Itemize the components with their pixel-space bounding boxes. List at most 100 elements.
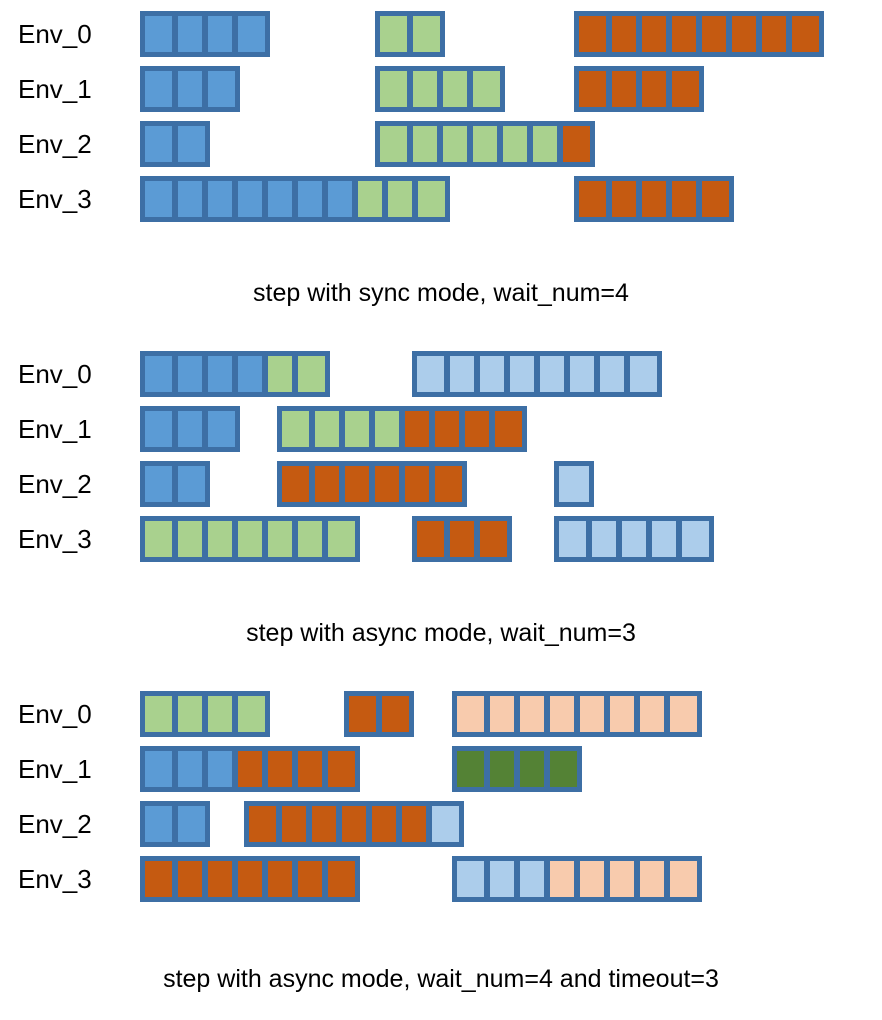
step-cell-lightorange (637, 860, 667, 897)
step-cell-lightblue (417, 355, 447, 392)
step-cell-orange (309, 805, 339, 842)
step-cell-blue (325, 180, 355, 217)
step-cell-blue (205, 750, 235, 787)
step-block (344, 690, 414, 737)
row-label-env_2: Env_2 (18, 128, 92, 159)
step-cell-green (372, 410, 402, 447)
step-block (277, 460, 467, 507)
step-block (140, 800, 210, 847)
step-cell-lightblue (649, 520, 679, 557)
section-caption-sync-wait4: step with sync mode, wait_num=4 (253, 279, 629, 307)
step-cell-orange (609, 180, 639, 217)
step-cell-blue (205, 70, 235, 107)
step-cell-orange (205, 860, 235, 897)
step-cell-green (440, 70, 470, 107)
step-cell-orange (235, 860, 265, 897)
step-block (452, 855, 702, 902)
step-cell-green (265, 355, 295, 392)
step-cell-blue (145, 180, 175, 217)
step-cell-darkgreen (517, 750, 547, 787)
step-cell-green (410, 70, 440, 107)
step-cell-orange (372, 465, 402, 502)
step-cell-lightblue (627, 355, 657, 392)
step-cell-orange (295, 750, 325, 787)
timeline-row: Env_3 (0, 511, 882, 566)
step-block (140, 120, 210, 167)
step-cell-lightblue (447, 355, 477, 392)
step-cell-orange (312, 465, 342, 502)
step-block (412, 515, 512, 562)
step-cell-lightorange (487, 695, 517, 732)
step-cell-lightblue (537, 355, 567, 392)
step-cell-lightblue (477, 355, 507, 392)
step-cell-blue (145, 125, 175, 162)
step-cell-orange (669, 70, 699, 107)
step-cell-orange (579, 70, 609, 107)
step-cell-lightorange (637, 695, 667, 732)
step-cell-lightorange (607, 695, 637, 732)
step-block (140, 405, 240, 452)
step-cell-orange (249, 805, 279, 842)
step-cell-green (342, 410, 372, 447)
timeline-row: Env_1 (0, 61, 882, 116)
step-cell-green (385, 180, 415, 217)
step-cell-lightorange (457, 695, 487, 732)
step-cell-lightorange (607, 860, 637, 897)
step-cell-blue (145, 70, 175, 107)
step-cell-green (175, 520, 205, 557)
step-cell-green (235, 520, 265, 557)
timeline-row: Env_3 (0, 851, 882, 906)
row-label-env_1: Env_1 (18, 413, 92, 444)
step-cell-orange (639, 70, 669, 107)
step-cell-orange (639, 15, 669, 52)
step-cell-lightorange (517, 695, 547, 732)
step-cell-lightblue (619, 520, 649, 557)
row-label-env_2: Env_2 (18, 468, 92, 499)
step-cell-blue (175, 15, 205, 52)
step-block (375, 65, 505, 112)
step-cell-orange (145, 860, 175, 897)
step-cell-blue (175, 750, 205, 787)
step-cell-lightblue (567, 355, 597, 392)
step-cell-lightorange (667, 860, 697, 897)
step-cell-orange (282, 465, 312, 502)
step-cell-darkgreen (487, 750, 517, 787)
step-cell-blue (235, 355, 265, 392)
step-cell-green (380, 15, 410, 52)
step-cell-orange (639, 180, 669, 217)
step-cell-green (415, 180, 445, 217)
step-cell-lightblue (507, 355, 537, 392)
step-cell-blue (175, 410, 205, 447)
timeline-row: Env_2 (0, 796, 882, 851)
step-block (140, 855, 360, 902)
step-cell-green (265, 520, 295, 557)
step-block (452, 690, 702, 737)
step-cell-blue (175, 70, 205, 107)
step-cell-blue (235, 15, 265, 52)
row-label-env_1: Env_1 (18, 73, 92, 104)
step-cell-blue (175, 355, 205, 392)
timeline-row: Env_0 (0, 6, 882, 61)
timeline-row: Env_3 (0, 171, 882, 226)
step-cell-green (282, 410, 312, 447)
step-block (140, 745, 360, 792)
step-block (140, 460, 210, 507)
step-cell-orange (325, 860, 355, 897)
step-cell-orange (432, 465, 462, 502)
row-label-env_2: Env_2 (18, 808, 92, 839)
step-block (140, 350, 330, 397)
step-cell-blue (175, 805, 205, 842)
step-cell-blue (145, 750, 175, 787)
step-cell-orange (609, 70, 639, 107)
step-block (554, 515, 714, 562)
step-cell-lightblue (429, 805, 459, 842)
step-cell-green (145, 695, 175, 732)
step-cell-orange (759, 15, 789, 52)
step-cell-blue (145, 355, 175, 392)
step-cell-blue (205, 410, 235, 447)
step-cell-blue (235, 180, 265, 217)
